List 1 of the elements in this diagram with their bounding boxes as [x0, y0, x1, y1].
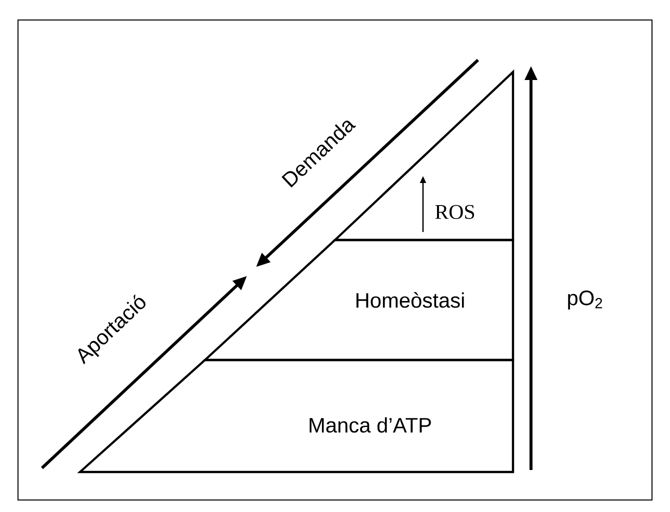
arrow-label: pO$_{2}$ — [568, 290, 602, 310]
